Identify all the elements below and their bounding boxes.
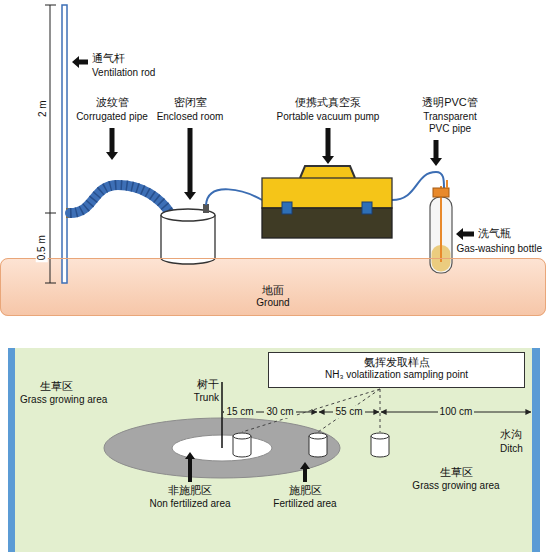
tube — [206, 189, 262, 205]
corrugated-pipe — [70, 185, 170, 213]
ground-band — [0, 258, 546, 316]
enclosed-room-cylinder — [203, 204, 209, 213]
node-title: 地面 — [1, 284, 545, 297]
gas-washing-bottle — [430, 180, 452, 273]
callout-arrow — [184, 128, 196, 200]
grass-field — [8, 348, 540, 552]
rod-dimension — [45, 213, 56, 214]
area-arrow — [185, 452, 310, 482]
vacuum-pump — [362, 202, 372, 214]
grass-field — [8, 348, 15, 552]
ventilation-rod — [62, 5, 67, 283]
dimension-label: 30 cm — [264, 406, 295, 418]
rod-dimension — [45, 283, 56, 284]
sampling-cylinder — [233, 433, 389, 457]
corrugated-pipe — [70, 185, 170, 213]
dimension-label: 55 cm — [333, 406, 364, 418]
vacuum-pump — [262, 166, 392, 238]
sampling-cylinder — [309, 433, 327, 439]
vacuum-pump — [282, 202, 292, 214]
part-name: 便携式真空泵 — [295, 96, 361, 109]
leader-line — [242, 389, 380, 432]
trunk-line — [222, 382, 223, 448]
enclosed-room-cylinder — [161, 204, 215, 264]
part-name: Portable vacuum pump — [277, 111, 380, 123]
area-name: 水沟 — [500, 428, 522, 441]
gas-washing-bottle — [446, 180, 448, 188]
area-name: 生草区 — [440, 466, 473, 479]
area-name: Fertilized area — [273, 498, 336, 510]
part-name: 通气杆 — [92, 52, 125, 65]
callout-arrow — [106, 128, 118, 160]
area-arrow — [300, 462, 310, 482]
callout-arrow — [72, 56, 88, 68]
callout-arrow — [430, 140, 442, 166]
callout-arrow — [322, 128, 334, 164]
rod-dimension — [50, 5, 51, 283]
part-name: Trunk — [194, 392, 219, 404]
part-name: Gas-washing bottle — [456, 243, 542, 255]
ground-band — [0, 258, 546, 316]
area-name: Non fertilized area — [149, 498, 230, 510]
grass-field — [532, 348, 540, 552]
gas-washing-bottle — [433, 188, 449, 197]
node-subtitle: NH₃ volatilization sampling point — [273, 369, 520, 381]
corrugated-pipe — [70, 185, 170, 213]
node-title: 氨挥发取样点 — [273, 356, 520, 369]
part-name: Corrugated pipe — [76, 111, 148, 123]
sampling-cylinder — [371, 433, 389, 439]
leader-line — [318, 389, 380, 432]
grass-field — [8, 348, 540, 552]
part-name: 波纹管 — [96, 96, 129, 109]
vacuum-pump — [300, 166, 355, 178]
area-name: 施肥区 — [289, 484, 322, 497]
callout-arrow — [72, 56, 474, 240]
part-name: Transparent PVC pipe — [418, 111, 482, 134]
part-name: 树干 — [197, 378, 219, 391]
trunk-line — [221, 382, 223, 448]
callout-arrow — [456, 228, 474, 240]
dimension-label: 100 cm — [438, 406, 475, 418]
part-name: Ventilation rod — [92, 67, 155, 79]
dimension-label: 0.5 m — [36, 233, 48, 262]
ground-band-node: 地面Ground — [0, 258, 546, 316]
part-name: 密闭室 — [174, 96, 207, 109]
area-name: Grass growing area — [412, 480, 499, 492]
sampling-cylinder — [233, 433, 251, 439]
rod-dimension — [45, 5, 56, 6]
area-name: Grass growing area — [20, 394, 107, 406]
enclosed-room-cylinder — [161, 215, 215, 264]
sampling-point-box: 氨挥发取样点NH₃ volatilization sampling point — [268, 352, 525, 388]
part-name: Enclosed room — [157, 111, 224, 123]
area-name: 生草区 — [40, 380, 73, 393]
leader-line — [242, 389, 380, 432]
ventilation-rod — [62, 5, 72, 283]
node-subtitle: Ground — [1, 297, 545, 309]
part-name: 透明PVC管 — [422, 96, 478, 109]
area-name: Ditch — [500, 443, 523, 455]
part-name: 洗气瓶 — [478, 227, 511, 240]
dimension-label: 2 m — [36, 99, 48, 120]
area-name: 非施肥区 — [168, 484, 212, 497]
area-arrow — [185, 452, 195, 482]
dimension-label: 15 cm — [224, 406, 255, 418]
leader-line — [380, 389, 381, 432]
